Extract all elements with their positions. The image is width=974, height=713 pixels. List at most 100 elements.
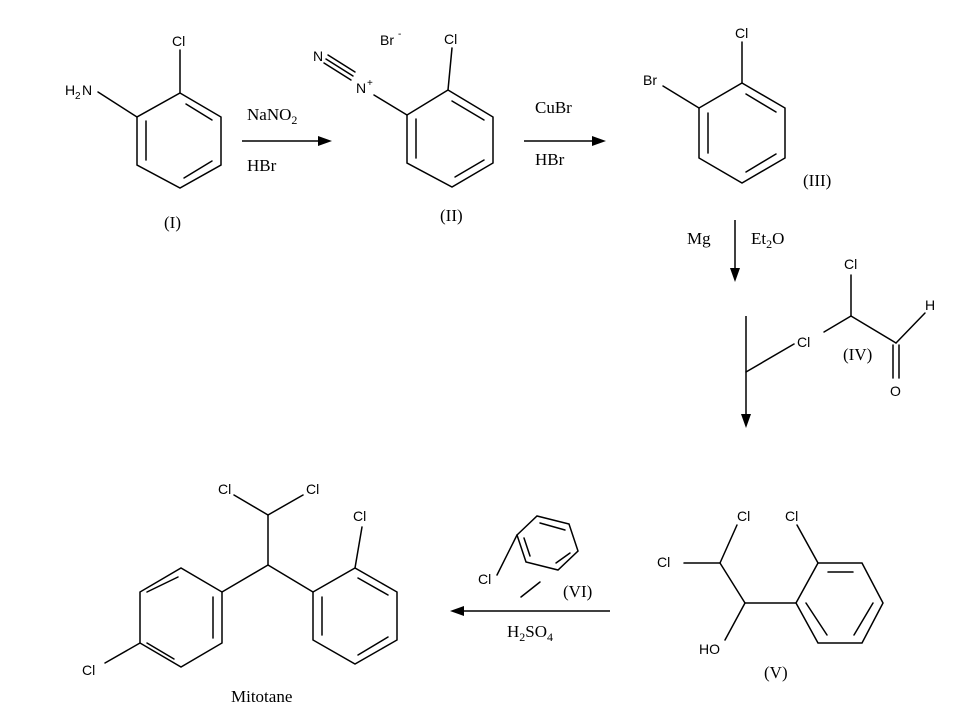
- step-2: CuBr HBr: [524, 98, 606, 169]
- step-1: NaNO2 HBr: [242, 105, 332, 175]
- mitotane-right-double-bond: [357, 577, 389, 596]
- compound-iv-cl-mid-atom: Cl: [797, 334, 810, 350]
- step-5-reagent-bottom: H2SO4: [507, 622, 553, 644]
- compound-ii: Cl Br - N N + (II): [313, 29, 494, 225]
- mitotane-left-ring: [139, 567, 223, 668]
- compound-ii-triple-bond: [325, 58, 354, 77]
- step-2-arrowhead: [592, 136, 606, 146]
- compound-v-cl-b-atom: Cl: [657, 554, 670, 570]
- step-3-reagent-left: Mg: [687, 229, 711, 248]
- compound-vi: Cl (VI): [478, 515, 592, 601]
- step-1-arrowhead: [318, 136, 332, 146]
- compound-i-double-bond: [183, 160, 213, 179]
- compound-i-h-atom: H: [65, 82, 75, 98]
- compound-iii-label: (III): [803, 171, 831, 190]
- compound-vi-double-bond: [539, 522, 566, 531]
- step-3: Mg Et2O: [687, 220, 784, 282]
- step-3-reagent-right: Et2O: [751, 229, 784, 251]
- compound-v-c-c-bond: [719, 562, 746, 604]
- mitotane-cl-a-bond: [233, 494, 269, 516]
- compound-i-label: (I): [164, 213, 181, 232]
- compound-i-cl-atom: Cl: [172, 33, 185, 49]
- mitotane-ch-left-bond: [221, 564, 269, 593]
- compound-ii-double-bond: [451, 100, 485, 121]
- compound-ii-br-atom: Br: [380, 32, 394, 48]
- compound-iii-double-bond: [745, 93, 777, 113]
- compound-iii-cl-atom: Cl: [735, 25, 748, 41]
- compound-v-cl-a-bond: [719, 524, 738, 564]
- mitotane-label: Mitotane: [231, 687, 292, 706]
- compound-v-cl-a-atom: Cl: [737, 508, 750, 524]
- compound-v-cl-ring-atom: Cl: [785, 508, 798, 524]
- step-5-arrowhead: [450, 606, 464, 616]
- compound-vi-double-bond: [555, 552, 571, 564]
- compound-iii-br-bond: [662, 85, 700, 109]
- compound-ii-n-bond: [373, 94, 408, 116]
- step-4-connector: [745, 343, 795, 373]
- mitotane-left-double-bond: [146, 642, 175, 660]
- mitotane-left-double-bond: [146, 576, 179, 593]
- compound-v-label: (V): [764, 663, 788, 682]
- compound-i-double-bond: [185, 103, 213, 121]
- compound-v: Cl Cl Cl HO (V): [657, 508, 884, 682]
- compound-ii-plus-charge: +: [367, 78, 373, 89]
- compound-iv-cl-c-bond: [823, 315, 852, 333]
- compound-ii-n-terminal: N: [313, 48, 323, 64]
- step-4: [741, 316, 795, 428]
- mitotane-ch-right-bond: [267, 564, 314, 593]
- mitotane-cl-b-bond: [267, 494, 304, 516]
- compound-v-ho-atom: HO: [699, 641, 720, 657]
- compound-iii-br-atom: Br: [643, 72, 657, 88]
- compound-ii-cl-atom: Cl: [444, 31, 457, 47]
- compound-iv-label: (IV): [843, 345, 872, 364]
- step-5: H2SO4: [450, 606, 610, 644]
- step-1-reagent-top: NaNO2: [247, 105, 297, 127]
- compound-i-n-bond: [97, 91, 138, 118]
- compound-ii-triple-bond: [327, 54, 356, 73]
- compound-vi-tail-bond: [520, 581, 541, 598]
- compound-ii-ring: [406, 89, 494, 188]
- mitotane-cl-a-atom: Cl: [218, 481, 231, 497]
- compound-iii: Cl Br (III): [643, 25, 831, 190]
- compound-vi-double-bond: [523, 537, 531, 557]
- compound-vi-cl-bond: [496, 534, 518, 576]
- compound-ii-n-cation: N: [356, 80, 366, 96]
- compound-i-n-atom: N: [82, 82, 92, 98]
- compound-ii-label: (II): [440, 206, 463, 225]
- compound-vi-label: (VI): [563, 582, 592, 601]
- step-4-arrowhead: [741, 414, 751, 428]
- step-3-arrowhead: [730, 268, 740, 282]
- compound-iv: Cl Cl H O (IV): [797, 256, 935, 399]
- mitotane-cl-ortho-atom: Cl: [353, 508, 366, 524]
- compound-ii-double-bond: [454, 159, 485, 178]
- mitotane-cl-para-atom: Cl: [82, 662, 95, 678]
- step-2-reagent-top: CuBr: [535, 98, 572, 117]
- compound-ii-triple-bond: [323, 62, 352, 81]
- compound-i: Cl H 2 N (I): [65, 33, 222, 232]
- compound-v-cl-ring-bond: [796, 524, 819, 564]
- mitotane-right-double-bond: [357, 636, 389, 656]
- compound-iii-ring: [698, 82, 786, 184]
- compound-v-double-bond: [853, 602, 874, 636]
- mitotane-para-cl-bond: [104, 642, 141, 664]
- compound-ii-cl-bond: [447, 47, 453, 91]
- compound-iv-c-h-bond: [895, 312, 926, 344]
- step-1-reagent-bottom: HBr: [247, 156, 277, 175]
- compound-mitotane: Cl Cl Cl Cl Mitotane: [82, 481, 398, 706]
- compound-vi-cl-atom: Cl: [478, 571, 491, 587]
- compound-iv-o-atom: O: [890, 383, 901, 399]
- compound-i-h-subscript: 2: [75, 91, 81, 102]
- compound-ii-br-charge: -: [398, 29, 401, 40]
- compound-v-oh-bond: [724, 602, 746, 641]
- step-2-reagent-bottom: HBr: [535, 150, 565, 169]
- mitotane-cl-b-atom: Cl: [306, 481, 319, 497]
- compound-iii-double-bond: [745, 153, 777, 173]
- mitotane-right-ring: [312, 567, 398, 665]
- compound-iv-cl-top-atom: Cl: [844, 256, 857, 272]
- mitotane-ortho-cl-bond: [354, 526, 363, 569]
- compound-i-ring: [136, 92, 222, 189]
- compound-vi-ring: [516, 515, 579, 571]
- compound-v-double-bond: [805, 602, 828, 636]
- compound-iv-h-atom: H: [925, 297, 935, 313]
